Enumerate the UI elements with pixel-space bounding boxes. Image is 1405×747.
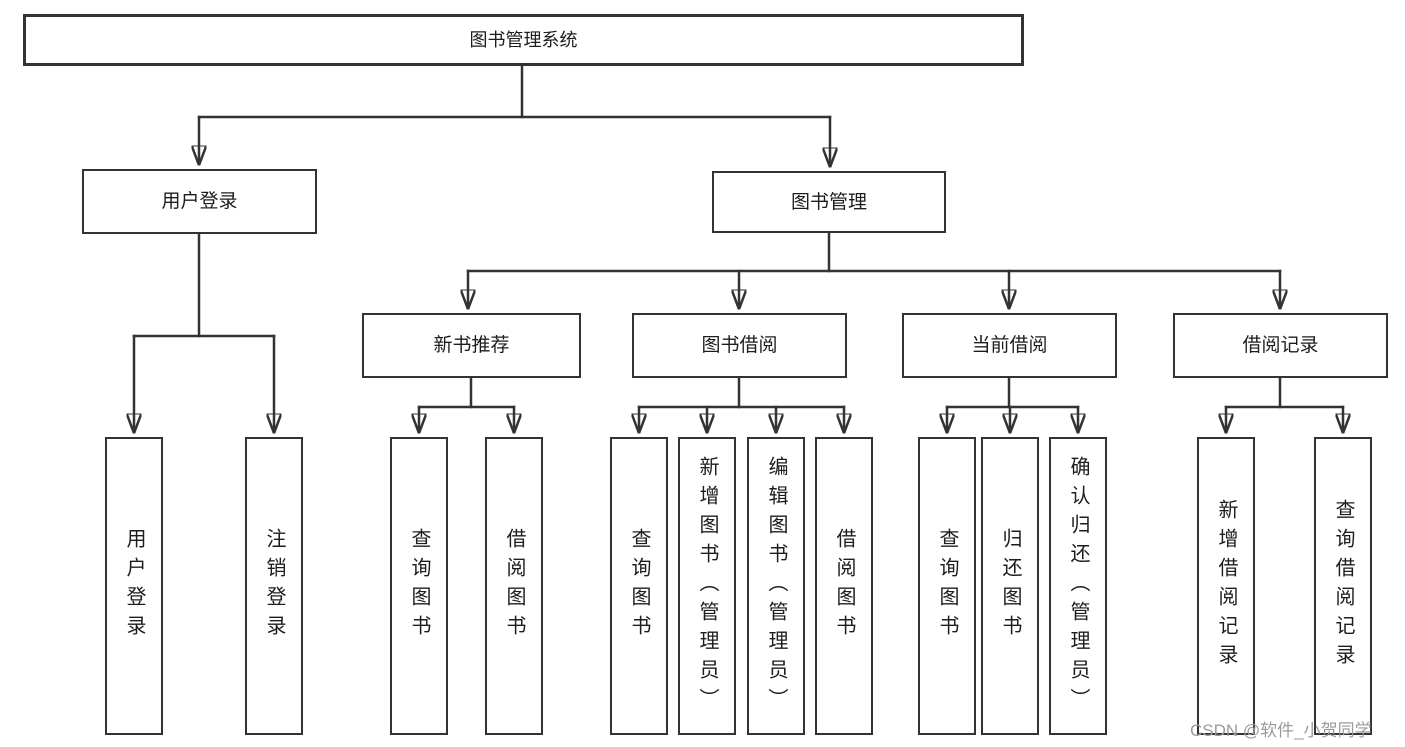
node-label: 借阅记录 — [1242, 335, 1319, 356]
node-label: 用户登录 — [123, 528, 145, 644]
node-label: 图书借阅 — [701, 335, 778, 356]
node-label: 编辑图书（管理员） — [765, 455, 787, 717]
node-current-borrowing: 当前借阅 — [902, 313, 1117, 378]
leaf-edit-book-admin: 编辑图书（管理员） — [747, 437, 805, 735]
node-label: 借阅图书 — [503, 528, 525, 644]
leaf-borrow-books: 借阅图书 — [815, 437, 873, 735]
leaf-add-book-admin: 新增图书（管理员） — [678, 437, 736, 735]
node-book-management: 图书管理 — [712, 171, 946, 233]
node-label: 查询图书 — [408, 528, 430, 644]
node-library-system: 图书管理系统 — [23, 14, 1024, 66]
node-label: 图书管理系统 — [469, 30, 578, 50]
leaf-borrow-books-recommend: 借阅图书 — [485, 437, 543, 735]
leaf-add-borrow-record: 新增借阅记录 — [1197, 437, 1255, 735]
leaf-confirm-return-admin: 确认归还（管理员） — [1049, 437, 1107, 735]
node-label: 查询借阅记录 — [1332, 499, 1354, 673]
node-label: 新书推荐 — [433, 335, 510, 356]
node-label: 新增借阅记录 — [1215, 499, 1237, 673]
node-label: 借阅图书 — [833, 528, 855, 644]
node-label: 用户登录 — [161, 191, 238, 212]
node-label: 查询图书 — [628, 528, 650, 644]
leaf-user-login: 用户登录 — [105, 437, 163, 735]
node-label: 当前借阅 — [971, 335, 1048, 356]
leaf-query-books-borrowing: 查询图书 — [610, 437, 668, 735]
node-book-borrowing: 图书借阅 — [632, 313, 847, 378]
leaf-return-book: 归还图书 — [981, 437, 1039, 735]
node-user-login: 用户登录 — [82, 169, 317, 234]
leaf-query-books-recommend: 查询图书 — [390, 437, 448, 735]
node-label: 查询图书 — [936, 528, 958, 644]
leaf-query-borrow-record: 查询借阅记录 — [1314, 437, 1372, 735]
node-label: 确认归还（管理员） — [1067, 455, 1089, 717]
csdn-watermark: CSDN @软件_小贺同学 — [1190, 721, 1372, 740]
node-label: 图书管理 — [790, 191, 867, 213]
node-label: 归还图书 — [999, 528, 1021, 644]
node-label: 新增图书（管理员） — [696, 455, 718, 717]
node-new-book-recommendation: 新书推荐 — [362, 313, 581, 378]
node-borrowing-records: 借阅记录 — [1173, 313, 1388, 378]
leaf-logout-login: 注销登录 — [245, 437, 303, 735]
leaf-query-books-current: 查询图书 — [918, 437, 976, 735]
node-label: 注销登录 — [263, 528, 285, 644]
